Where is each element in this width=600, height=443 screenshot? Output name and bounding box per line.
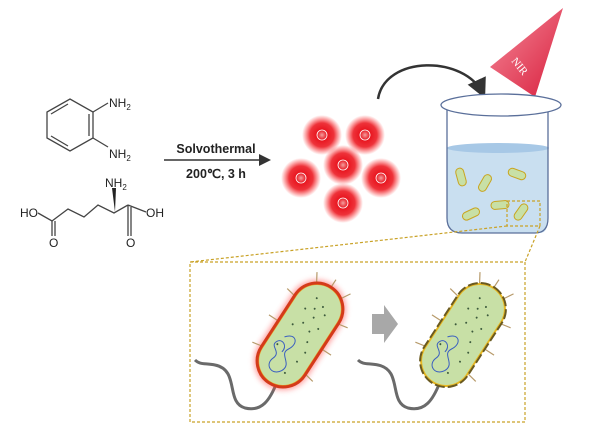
amine-label: NH2 bbox=[109, 147, 131, 163]
condition-solvent: Solvothermal bbox=[176, 142, 255, 156]
hydroxyl-label: OH bbox=[146, 206, 164, 220]
condition-temperature-time: 200℃, 3 h bbox=[186, 167, 246, 181]
carbon-dots bbox=[281, 115, 401, 223]
carbon-dot bbox=[345, 115, 385, 155]
nir-light-cone bbox=[490, 8, 563, 97]
transition-arrow bbox=[372, 305, 398, 343]
amine-label: NH2 bbox=[105, 176, 127, 192]
bacterium-before-nir bbox=[193, 272, 351, 411]
carbon-dot bbox=[323, 145, 363, 185]
flagellum bbox=[356, 358, 442, 411]
zoom-region bbox=[506, 200, 541, 227]
transfer-arrow bbox=[376, 64, 486, 100]
wedge-bond bbox=[112, 188, 116, 212]
zoom-box bbox=[189, 261, 526, 423]
glutamic-acid-structure bbox=[37, 204, 147, 236]
carbon-dot bbox=[361, 158, 401, 198]
zoom-line bbox=[189, 225, 508, 263]
bacterium-after-nir bbox=[356, 272, 514, 411]
o-phenylenediamine-structure bbox=[46, 98, 109, 152]
flagellum bbox=[193, 358, 279, 411]
bacteria-in-water bbox=[455, 167, 529, 221]
carbonyl-label: O bbox=[126, 236, 135, 250]
carbon-dot bbox=[323, 183, 363, 223]
carbon-dot bbox=[302, 115, 342, 155]
beaker bbox=[440, 93, 562, 234]
carbon-dot bbox=[281, 158, 321, 198]
hydroxyl-label: HO bbox=[20, 206, 38, 220]
amine-label: NH2 bbox=[109, 96, 131, 112]
carbonyl-label: O bbox=[49, 236, 58, 250]
zoom-line bbox=[524, 225, 541, 263]
